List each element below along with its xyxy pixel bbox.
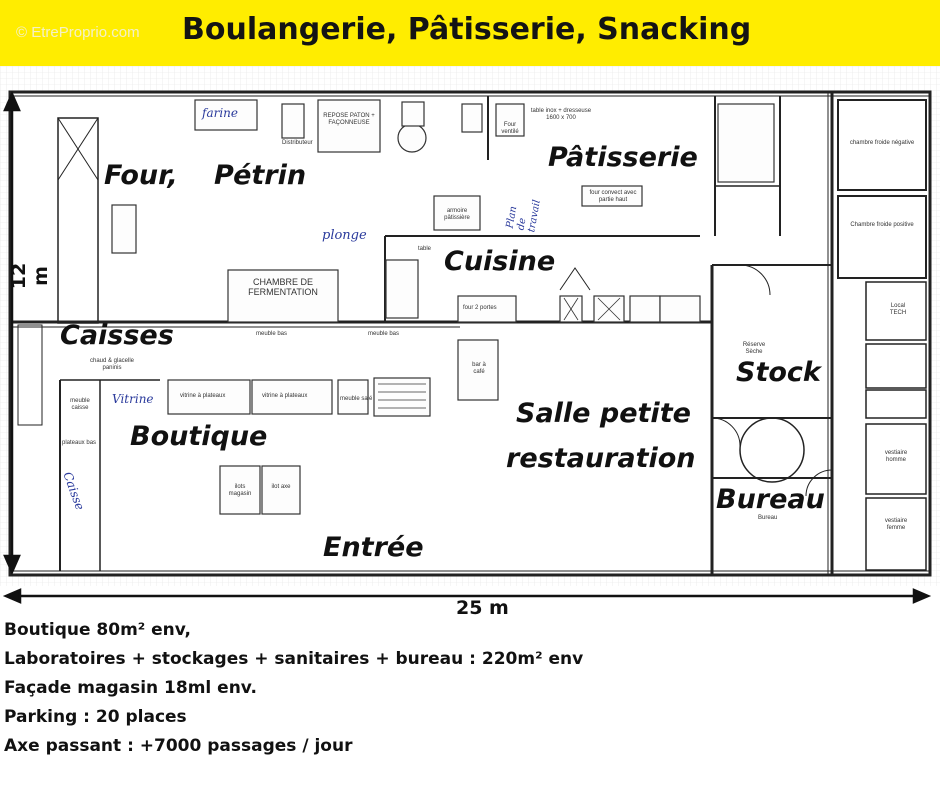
room-patisserie: Pâtisserie [548,142,698,173]
label-repose-paton: REPOSE PATON + FAÇONNEUSE [323,113,375,126]
notes-list: Boutique 80m² env, Laboratoires + stocka… [4,616,583,761]
label-distributeur: Distributeur [282,140,313,146]
label-table-inox: table inox + dresseuse 1600 x 700 [530,108,592,121]
label-plateaux-bas: plateaux bas [62,440,97,446]
bar-cafe [457,339,499,401]
hand-farine: farine [202,106,238,120]
label-armoire: armoire pâtissière [444,208,470,221]
width-dimension-label: 25 m [456,597,509,619]
label-bureau-small: Bureau [758,515,778,521]
label-bar-cafe: bar à café [472,362,486,375]
chambre-fermentation [227,269,339,323]
label-ilot-2: ilot axe [271,484,291,490]
room-entree: Entrée [323,532,424,563]
vitrine-2 [251,379,333,415]
ilot-2 [261,465,301,515]
label-meuble-sale: meuble salé [340,396,373,402]
label-four-ventile: Four ventilé [501,122,519,135]
watermark: © EtreProprio.com [16,24,140,41]
room-cuisine: Cuisine [444,246,556,277]
vitrine-1 [167,379,251,415]
hand-plonge: plonge [322,228,367,243]
room-salle-line2: restauration [506,443,696,474]
room-boutique: Boutique [130,421,268,452]
room-four: Four, [104,160,178,191]
height-dimension-label: 12 m [8,262,52,290]
label-four-convect: four convect avec partie haut [589,190,637,203]
vestiaire-homme [865,423,927,495]
hand-plan-de-travail: Plan de travail [504,198,543,234]
room-petrin: Pétrin [214,160,307,191]
note-parking: Parking : 20 places [4,707,187,727]
outer-wall [8,90,932,577]
note-axe: Axe passant : +7000 passages / jour [4,736,353,756]
vestiaire-femme [865,497,927,571]
floor-plan [0,66,940,604]
label-chaud-froid: chaud & glacelle paninis [89,358,135,371]
room-caisses: Caisses [60,320,174,351]
ilot-1 [219,465,261,515]
room-salle-line1: Salle petite [516,398,691,429]
note-boutique: Boutique 80m² env, [4,620,191,640]
plan-interior [10,92,930,575]
room-stock: Stock [736,357,821,388]
label-chambre-fermentation: CHAMBRE DE FERMENTATION [248,277,318,297]
label-chambre-negative: chambre froide négative [849,140,915,146]
label-ilot-1: ilots magasin [228,484,252,497]
repose-paton [317,99,381,153]
armoire-patissiere [433,195,481,231]
label-meuble-bas-1: meuble bas [256,331,288,337]
four-ventile [495,103,525,137]
label-vestiaire-homme: vestiaire homme [884,450,908,463]
note-laboratoires: Laboratoires + stockages + sanitaires + … [4,649,584,669]
label-four-2-portes: four 2 portes [463,305,497,311]
label-meuble-caisse: meuble caisse [70,398,90,411]
label-local-tech: Local TECH [889,303,907,316]
label-chambre-positive: Chambre froide positive [850,222,914,228]
chambre-positive [837,195,927,279]
local-tech [865,281,927,341]
page-title: Boulangerie, Pâtisserie, Snacking [182,12,752,47]
round-table [739,417,805,483]
chambre-negative [837,99,927,191]
label-vestiaire-femme: vestiaire femme [884,518,908,531]
note-facade: Façade magasin 18ml env. [4,678,257,698]
label-vitrine-1: vitrine à plateaux [180,393,226,399]
four-2-portes [457,295,517,323]
laminoir [194,99,258,131]
label-meuble-bas-2: meuble bas [368,331,400,337]
label-vitrine-2: vitrine à plateaux [262,393,308,399]
label-table: table [418,246,432,252]
label-reserve-seche: Réserve Sèche [742,342,766,355]
room-bureau: Bureau [716,484,825,515]
hand-vitrine: Vitrine [112,392,154,406]
title-banner [0,0,940,66]
